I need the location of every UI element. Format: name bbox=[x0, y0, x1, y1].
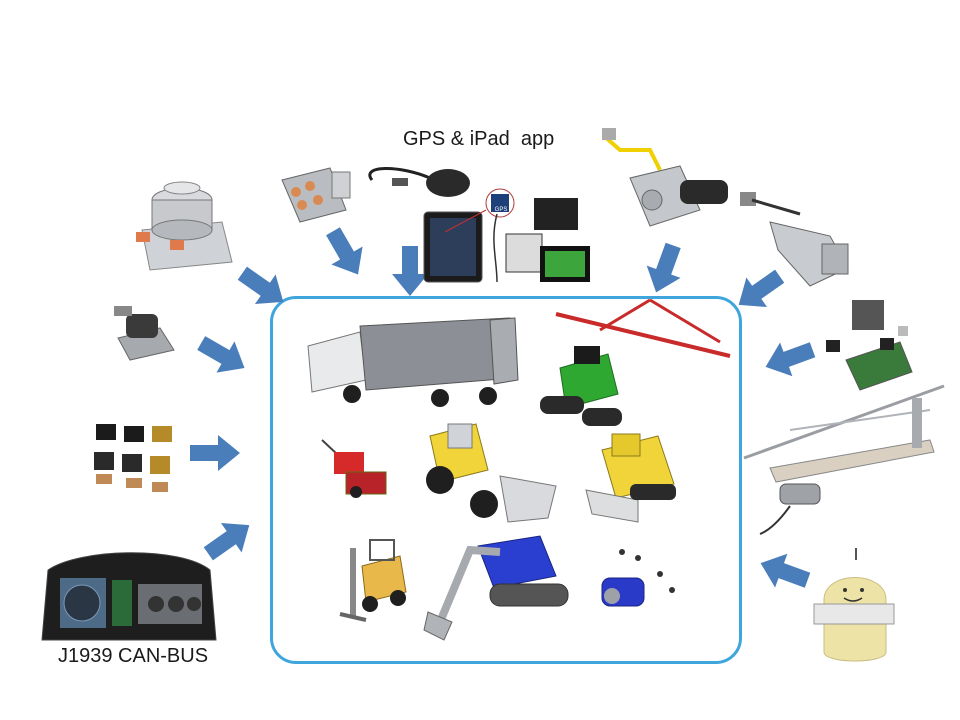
linear-actuator-icon bbox=[740, 192, 849, 287]
gps-badge-label: GPS bbox=[494, 207, 508, 213]
gps-ipad-caption: GPS & iPad app bbox=[403, 128, 555, 150]
tractor-sprayer-icon bbox=[540, 298, 731, 426]
bulldozer-icon bbox=[585, 433, 676, 523]
truck-icon bbox=[307, 317, 519, 407]
gps-receiver-icon bbox=[368, 167, 470, 197]
solenoid-icon bbox=[114, 306, 175, 361]
battery-disconnect-switch-icon bbox=[136, 181, 233, 271]
forklift-icon bbox=[339, 539, 407, 622]
canbus-caption: J1939 CAN-BUS bbox=[58, 645, 209, 667]
mascot-icon bbox=[813, 548, 895, 662]
excavator-icon bbox=[423, 535, 569, 641]
wheel-loader-icon bbox=[426, 423, 557, 523]
wiper-linkage-icon bbox=[743, 384, 945, 535]
small-motor-icon bbox=[601, 549, 675, 607]
instrument-cluster-icon bbox=[41, 552, 217, 641]
vehicle-applications-box bbox=[270, 296, 742, 664]
gps-badge: GPS bbox=[493, 205, 509, 215]
actuator-motor-icon bbox=[602, 128, 728, 227]
relays-icon bbox=[94, 424, 172, 492]
control-module-icon bbox=[826, 300, 913, 391]
snowblower-icon bbox=[321, 439, 387, 498]
ignition-switch-icon bbox=[281, 167, 351, 223]
ipad-app-icon bbox=[423, 188, 590, 283]
